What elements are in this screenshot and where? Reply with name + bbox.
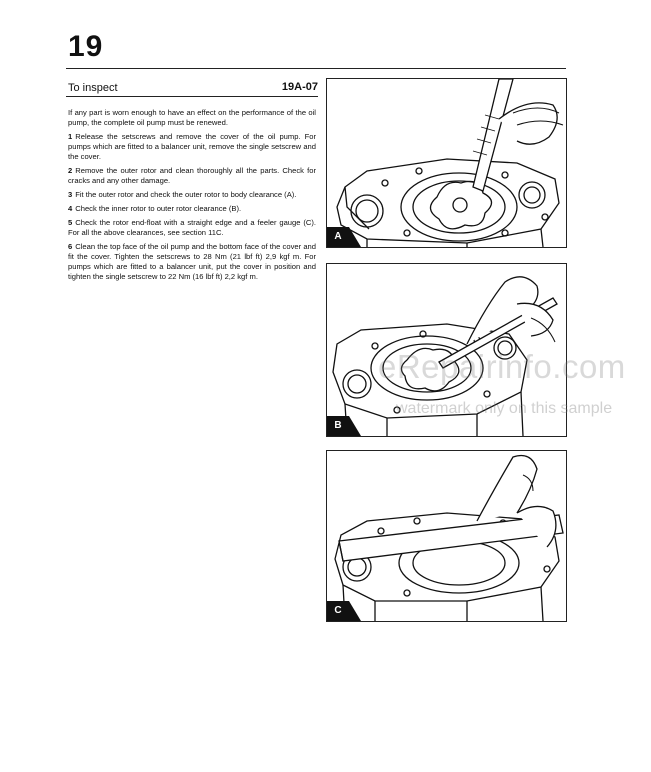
watermark-logo: eRepairinfo.com bbox=[378, 348, 626, 385]
step-text: Check the rotor end-float with a straigh… bbox=[68, 218, 316, 237]
pump-inner-rotor-illustration bbox=[332, 276, 558, 436]
step-number: 3 bbox=[68, 190, 73, 199]
intro-paragraph: If any part is worn enough to have an ef… bbox=[68, 108, 316, 127]
instruction-text: If any part is worn enough to have an ef… bbox=[68, 108, 316, 286]
step-text: Check the inner rotor to outer rotor cle… bbox=[75, 204, 242, 213]
step-number: 1 bbox=[68, 132, 73, 141]
section-title: To inspect bbox=[68, 82, 118, 94]
section-rule bbox=[66, 96, 318, 97]
step-number: 5 bbox=[68, 218, 73, 227]
figure-label-b: B bbox=[327, 416, 361, 436]
figure-label-c: C bbox=[327, 601, 361, 621]
chapter-number: 19 bbox=[68, 30, 104, 63]
figure-c: C bbox=[326, 450, 567, 622]
section-code: 19A-07 bbox=[281, 81, 318, 93]
figure-a: A bbox=[326, 78, 567, 248]
step-text: Remove the outer rotor and clean thoroug… bbox=[68, 166, 316, 185]
step-number: 4 bbox=[68, 204, 73, 213]
step-number: 2 bbox=[68, 166, 73, 175]
step-text: Clean the top face of the oil pump and t… bbox=[68, 242, 316, 281]
pump-outer-rotor-illustration bbox=[336, 79, 564, 247]
figure-b: B bbox=[326, 263, 567, 437]
step-text: Release the setscrews and remove the cov… bbox=[68, 132, 316, 161]
step-text: Fit the outer rotor and check the outer … bbox=[75, 190, 297, 199]
figure-label-a: A bbox=[327, 227, 361, 247]
top-rule bbox=[66, 68, 566, 69]
watermark-note: watermark only on this sample bbox=[396, 400, 613, 417]
step-number: 6 bbox=[68, 242, 73, 251]
pump-end-float-illustration bbox=[334, 454, 564, 621]
